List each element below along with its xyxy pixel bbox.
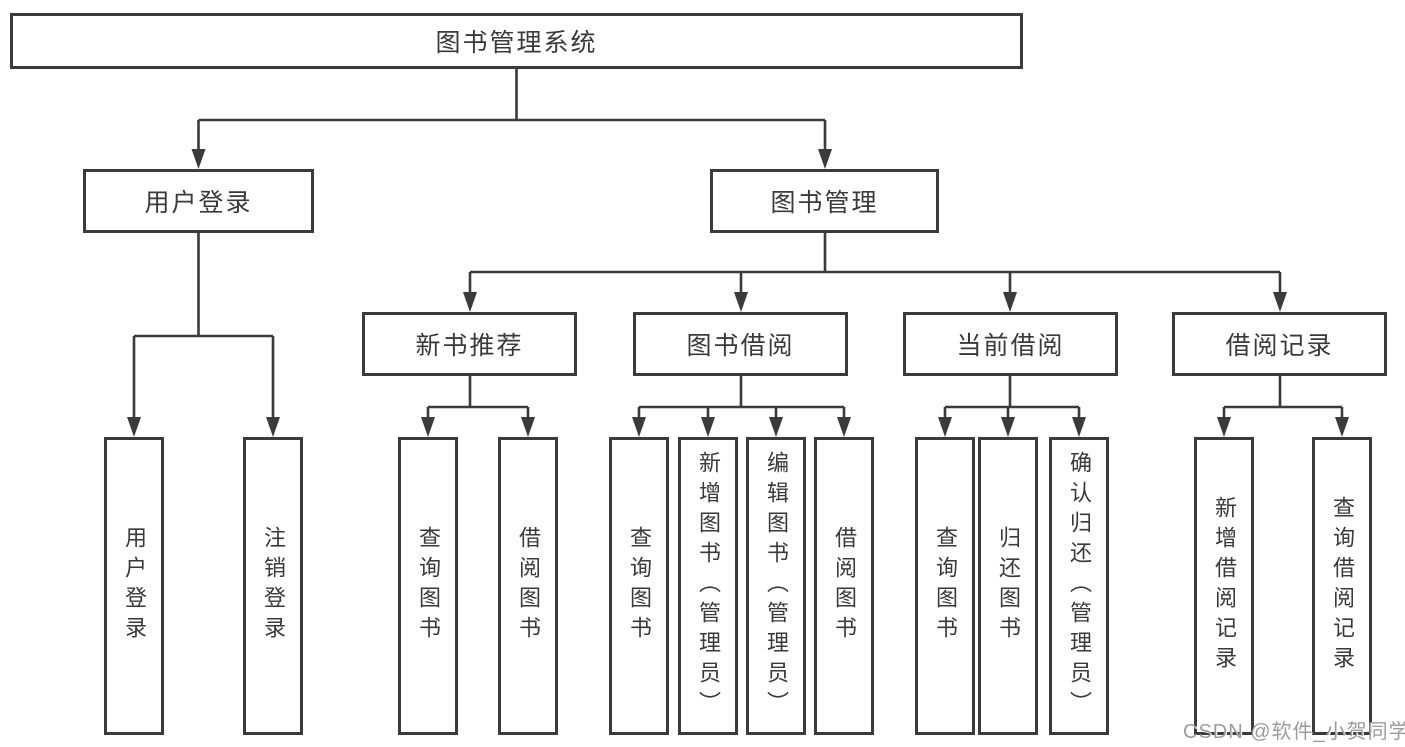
node-label: 借阅图书 (832, 526, 857, 646)
node-label: 新增图书（管理员） (696, 451, 721, 721)
connector-current-to-leaves (938, 376, 1086, 437)
node-label: 借阅记录 (1225, 332, 1334, 360)
node-label: 新增借阅记录 (1212, 496, 1237, 676)
leaf-borrow-books: 借阅图书 (498, 437, 558, 735)
node-label: 确认归还（管理员） (1067, 451, 1092, 721)
node-label: 查询借阅记录 (1330, 496, 1355, 676)
leaf-user-login: 用户登录 (104, 437, 164, 735)
leaf-add-books-admin: 新增图书（管理员） (678, 437, 738, 735)
connector-root-to-level2 (191, 69, 832, 169)
connector-login-to-leaves (127, 233, 280, 437)
node-new-book-recommend: 新书推荐 (362, 312, 577, 376)
node-borrowing-records: 借阅记录 (1172, 312, 1387, 376)
node-label: 图书借阅 (686, 332, 795, 360)
node-label: 用户登录 (122, 526, 147, 646)
node-label: 归还图书 (996, 526, 1021, 646)
watermark: CSDN @软件_小贺同学 (1183, 721, 1405, 743)
node-label: 查询图书 (933, 526, 958, 646)
leaf-query-borrow-record: 查询借阅记录 (1312, 437, 1372, 735)
node-label: 注销登录 (261, 526, 286, 646)
node-book-borrowing: 图书借阅 (633, 312, 848, 376)
node-library-management-system: 图书管理系统 (10, 13, 1023, 69)
leaf-query-books: 查询图书 (398, 437, 458, 735)
leaf-query-books: 查询图书 (609, 437, 669, 735)
leaf-confirm-return-admin: 确认归还（管理员） (1049, 437, 1109, 735)
node-label: 查询图书 (627, 526, 652, 646)
node-user-login: 用户登录 (83, 169, 314, 233)
node-current-borrowing: 当前借阅 (903, 312, 1118, 376)
leaf-return-books: 归还图书 (978, 437, 1038, 735)
leaf-logout: 注销登录 (243, 437, 303, 735)
node-label: 借阅图书 (516, 526, 541, 646)
node-book-management: 图书管理 (710, 169, 939, 233)
node-label: 图书管理系统 (435, 29, 598, 57)
node-label: 编辑图书（管理员） (764, 451, 789, 721)
connector-recommend-to-leaves (421, 376, 535, 437)
node-label: 图书管理 (770, 189, 879, 217)
leaf-borrow-books: 借阅图书 (814, 437, 874, 735)
node-label: 新书推荐 (415, 332, 524, 360)
node-label: 当前借阅 (956, 332, 1065, 360)
connector-records-to-leaves (1217, 376, 1349, 437)
leaf-add-borrow-record: 新增借阅记录 (1194, 437, 1254, 735)
node-label: 用户登录 (144, 189, 253, 217)
node-label: 查询图书 (416, 526, 441, 646)
connector-mgmt-to-level3 (463, 233, 1287, 312)
connector-borrowing-to-leaves (632, 376, 851, 437)
leaf-query-books: 查询图书 (915, 437, 975, 735)
leaf-edit-books-admin: 编辑图书（管理员） (746, 437, 806, 735)
